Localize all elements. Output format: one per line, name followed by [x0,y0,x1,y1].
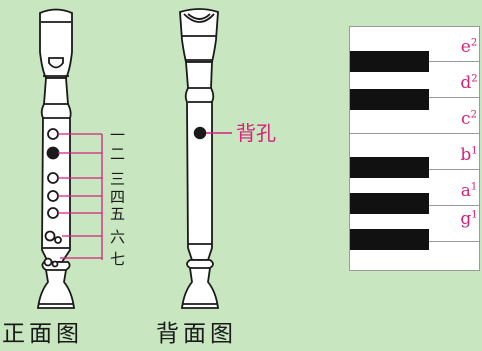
note-e2: e2 [460,37,478,57]
back-hole-label: 背孔 [236,121,276,145]
hole-label-1: 一 [110,126,125,144]
hole-label-6: 六 [110,228,125,246]
hole-4 [47,190,59,202]
hole-label-7: 七 [110,250,125,268]
note-g1: g1 [460,209,478,229]
black-key [350,193,429,214]
piano-keyboard: e2 d2 c2 b1 a1 g1 [349,26,480,271]
black-key [350,89,429,110]
black-key [350,157,429,178]
back-foot [180,259,220,309]
front-head [39,8,73,79]
hole-label-5: 五 [110,205,125,223]
hole-7b [51,260,59,268]
hole-1 [47,128,59,140]
hole-6b [54,236,62,244]
front-recorder: 一 二 三 四 五 六 七 [36,8,125,309]
hole-7a [43,257,53,267]
hole-label-3: 三 [110,170,125,188]
front-labium [48,57,64,69]
note-d2: d2 [460,73,478,93]
note-b1: b1 [460,145,478,165]
black-key [350,229,429,250]
hole-3 [47,172,59,184]
back-hole [193,126,207,140]
hole-label-2: 二 [110,145,125,163]
back-recorder: 背孔 [179,8,276,309]
hole-label-4: 四 [110,188,125,206]
back-view-caption: 背面图 [156,321,237,347]
note-c2: c2 [461,109,477,129]
front-view-caption: 正面图 [2,321,83,347]
hole-2 [46,146,60,160]
hole-6a [44,230,56,242]
back-body [184,61,215,261]
front-foot [36,261,76,309]
note-a1: a1 [460,181,478,201]
black-key [350,51,429,72]
hole-5 [47,207,59,219]
